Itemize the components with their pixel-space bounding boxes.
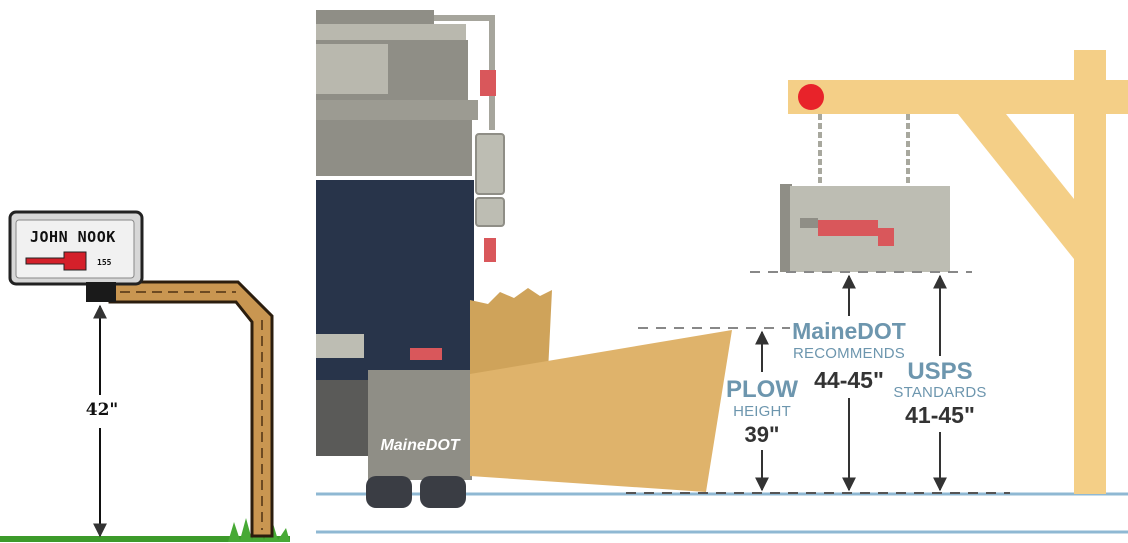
mainedot-subtitle: RECOMMENDS <box>792 345 905 362</box>
usps-subtitle: STANDARDS <box>893 384 987 401</box>
left-height-label: 42" <box>80 402 124 419</box>
reflector-icon <box>798 84 824 110</box>
truck-brand-label: MaineDOT <box>380 437 460 454</box>
mailbox-number-label: 155 <box>97 258 112 267</box>
plow-subtitle: HEIGHT <box>733 403 791 420</box>
mailbox-name-label: JOHN NOOK <box>30 228 116 246</box>
mainedot-value: 44-45" <box>814 367 884 393</box>
plow-blade <box>470 330 732 492</box>
truck-wheel-left <box>366 476 412 508</box>
mailbox-icon <box>8 210 144 302</box>
grass-icon <box>0 518 290 542</box>
usps-title: USPS <box>907 358 973 385</box>
mainedot-title: MaineDOT <box>792 318 906 344</box>
plow-truck <box>316 10 505 508</box>
usps-value: 41-45" <box>905 402 975 428</box>
left-mailbox-illustration <box>0 210 290 542</box>
snow-spray <box>470 288 552 380</box>
hanging-mailbox-post <box>780 50 1128 494</box>
truck-wheel-right <box>420 476 466 508</box>
plow-value: 39" <box>744 422 780 447</box>
plow-title: PLOW <box>726 376 798 403</box>
hanging-mailbox-icon <box>780 184 950 272</box>
wooden-post <box>108 280 274 538</box>
